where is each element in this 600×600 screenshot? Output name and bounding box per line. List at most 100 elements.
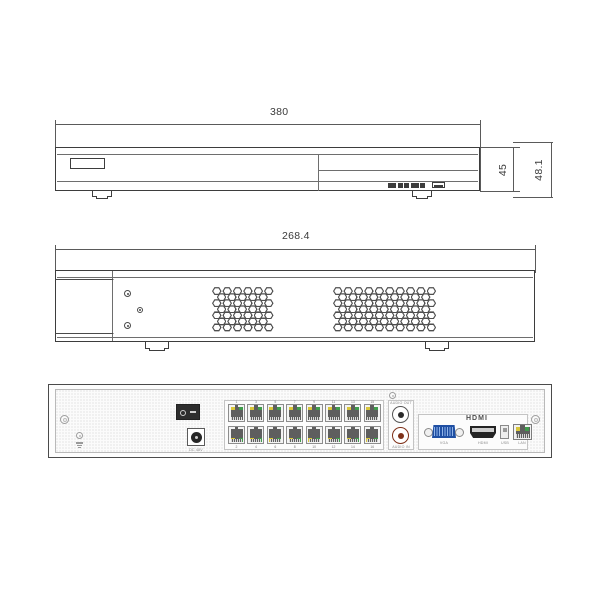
poe-led-icon	[308, 406, 313, 410]
vent-hole	[222, 299, 232, 308]
vent-hole	[237, 305, 248, 314]
vent-hole	[216, 305, 227, 314]
vent-hole	[227, 305, 237, 314]
vent-hole	[420, 293, 431, 302]
poe-pins-icon	[289, 438, 301, 442]
vent-row	[216, 317, 275, 326]
vent-hole	[253, 323, 264, 332]
vent-hole	[243, 311, 253, 320]
vent-hole	[379, 317, 389, 326]
vent-hole	[243, 287, 253, 296]
vga-port-label: VGA	[439, 441, 449, 445]
vent-hole	[420, 317, 431, 326]
dim-line-380	[55, 124, 480, 125]
dim-ext-268-left	[55, 245, 56, 273]
usb-port-rear	[500, 425, 509, 439]
vent-hole	[337, 317, 348, 326]
poe-led-icon	[269, 406, 274, 410]
vent-hole	[410, 317, 421, 326]
vent-hole	[374, 299, 385, 308]
ground-terminal	[76, 432, 83, 439]
vent-row	[333, 299, 437, 308]
vent-hole	[348, 305, 358, 314]
vent-hole	[253, 287, 264, 296]
poe-port-number: 14	[351, 445, 355, 449]
poe-led-icon	[238, 406, 243, 410]
vga-screw-icon	[424, 428, 433, 437]
mounting-screw-point	[124, 290, 131, 297]
vent-hole	[337, 305, 348, 314]
vent-hole	[247, 317, 258, 326]
poe-pins-icon	[308, 438, 320, 442]
poe-port-number: 9	[313, 400, 316, 404]
usb-port-front	[432, 182, 445, 188]
screw-hole	[60, 415, 69, 424]
vent-hole	[426, 323, 437, 332]
poe-latch-icon	[234, 427, 239, 430]
vent-row	[337, 305, 437, 314]
vent-hole	[400, 305, 410, 314]
poe-led-icon	[366, 406, 371, 410]
view-side-elevation: 268.4	[0, 0, 600, 360]
lan-latch-icon	[520, 425, 525, 428]
poe-port	[286, 404, 304, 422]
lan-body	[515, 426, 530, 438]
audio-in-label: AUDIO IN	[392, 445, 410, 449]
vent-hole	[216, 293, 227, 302]
poe-latch-icon	[273, 427, 278, 430]
vent-hole	[426, 287, 437, 296]
dimension-depth-268: 268.4	[282, 230, 310, 242]
poe-port-number: 5	[274, 400, 277, 404]
poe-pins-icon	[250, 438, 262, 442]
vent-hole	[364, 287, 374, 296]
vent-hole	[384, 311, 395, 320]
poe-led-icon	[230, 406, 235, 410]
vent-hole	[343, 323, 353, 332]
usb-port-rear-label: USB	[501, 441, 509, 445]
poe-port	[286, 426, 304, 444]
poe-port	[228, 426, 245, 444]
vent-row	[212, 311, 274, 320]
poe-latch-icon	[292, 427, 297, 430]
vent-hole	[389, 293, 400, 302]
mounting-screw-point	[137, 307, 143, 313]
vga-dsub-shell	[432, 425, 456, 438]
poe-led-icon	[335, 406, 340, 410]
poe-port-number: 7	[293, 400, 296, 404]
led-indicator	[410, 183, 419, 188]
vent-hole	[364, 311, 374, 320]
vent-hole	[358, 317, 369, 326]
ground-symbol-icon	[75, 442, 83, 449]
vent-hole	[343, 311, 353, 320]
vent-hole	[212, 299, 222, 308]
vent-hole	[416, 323, 426, 332]
hdmi-brand-text: HDMI	[466, 415, 488, 422]
vent-row	[337, 317, 437, 326]
vent-hole	[395, 299, 405, 308]
vent-hole	[353, 323, 364, 332]
vent-row	[337, 293, 437, 302]
poe-port	[325, 404, 342, 422]
vent-hole	[353, 299, 364, 308]
vent-hole	[395, 287, 405, 296]
poe-pins-icon	[347, 416, 359, 420]
led-indicator	[404, 183, 409, 188]
vent-hole	[333, 299, 343, 308]
vent-hole	[243, 323, 253, 332]
poe-port-number: 2	[235, 445, 238, 449]
chassis-foot	[425, 342, 449, 351]
chassis-right-module-divider	[318, 155, 319, 191]
front-led-indicator-strip	[388, 183, 425, 188]
dim-line-45	[513, 147, 514, 191]
vent-hole	[374, 311, 385, 320]
poe-latch-icon	[370, 405, 375, 408]
poe-pins-icon	[366, 416, 378, 420]
vent-hole	[222, 311, 232, 320]
vent-hole	[258, 317, 268, 326]
poe-led-icon	[346, 406, 351, 410]
vent-hole	[400, 317, 410, 326]
power-switch[interactable]	[176, 404, 200, 420]
poe-port-number: 12	[331, 445, 336, 449]
